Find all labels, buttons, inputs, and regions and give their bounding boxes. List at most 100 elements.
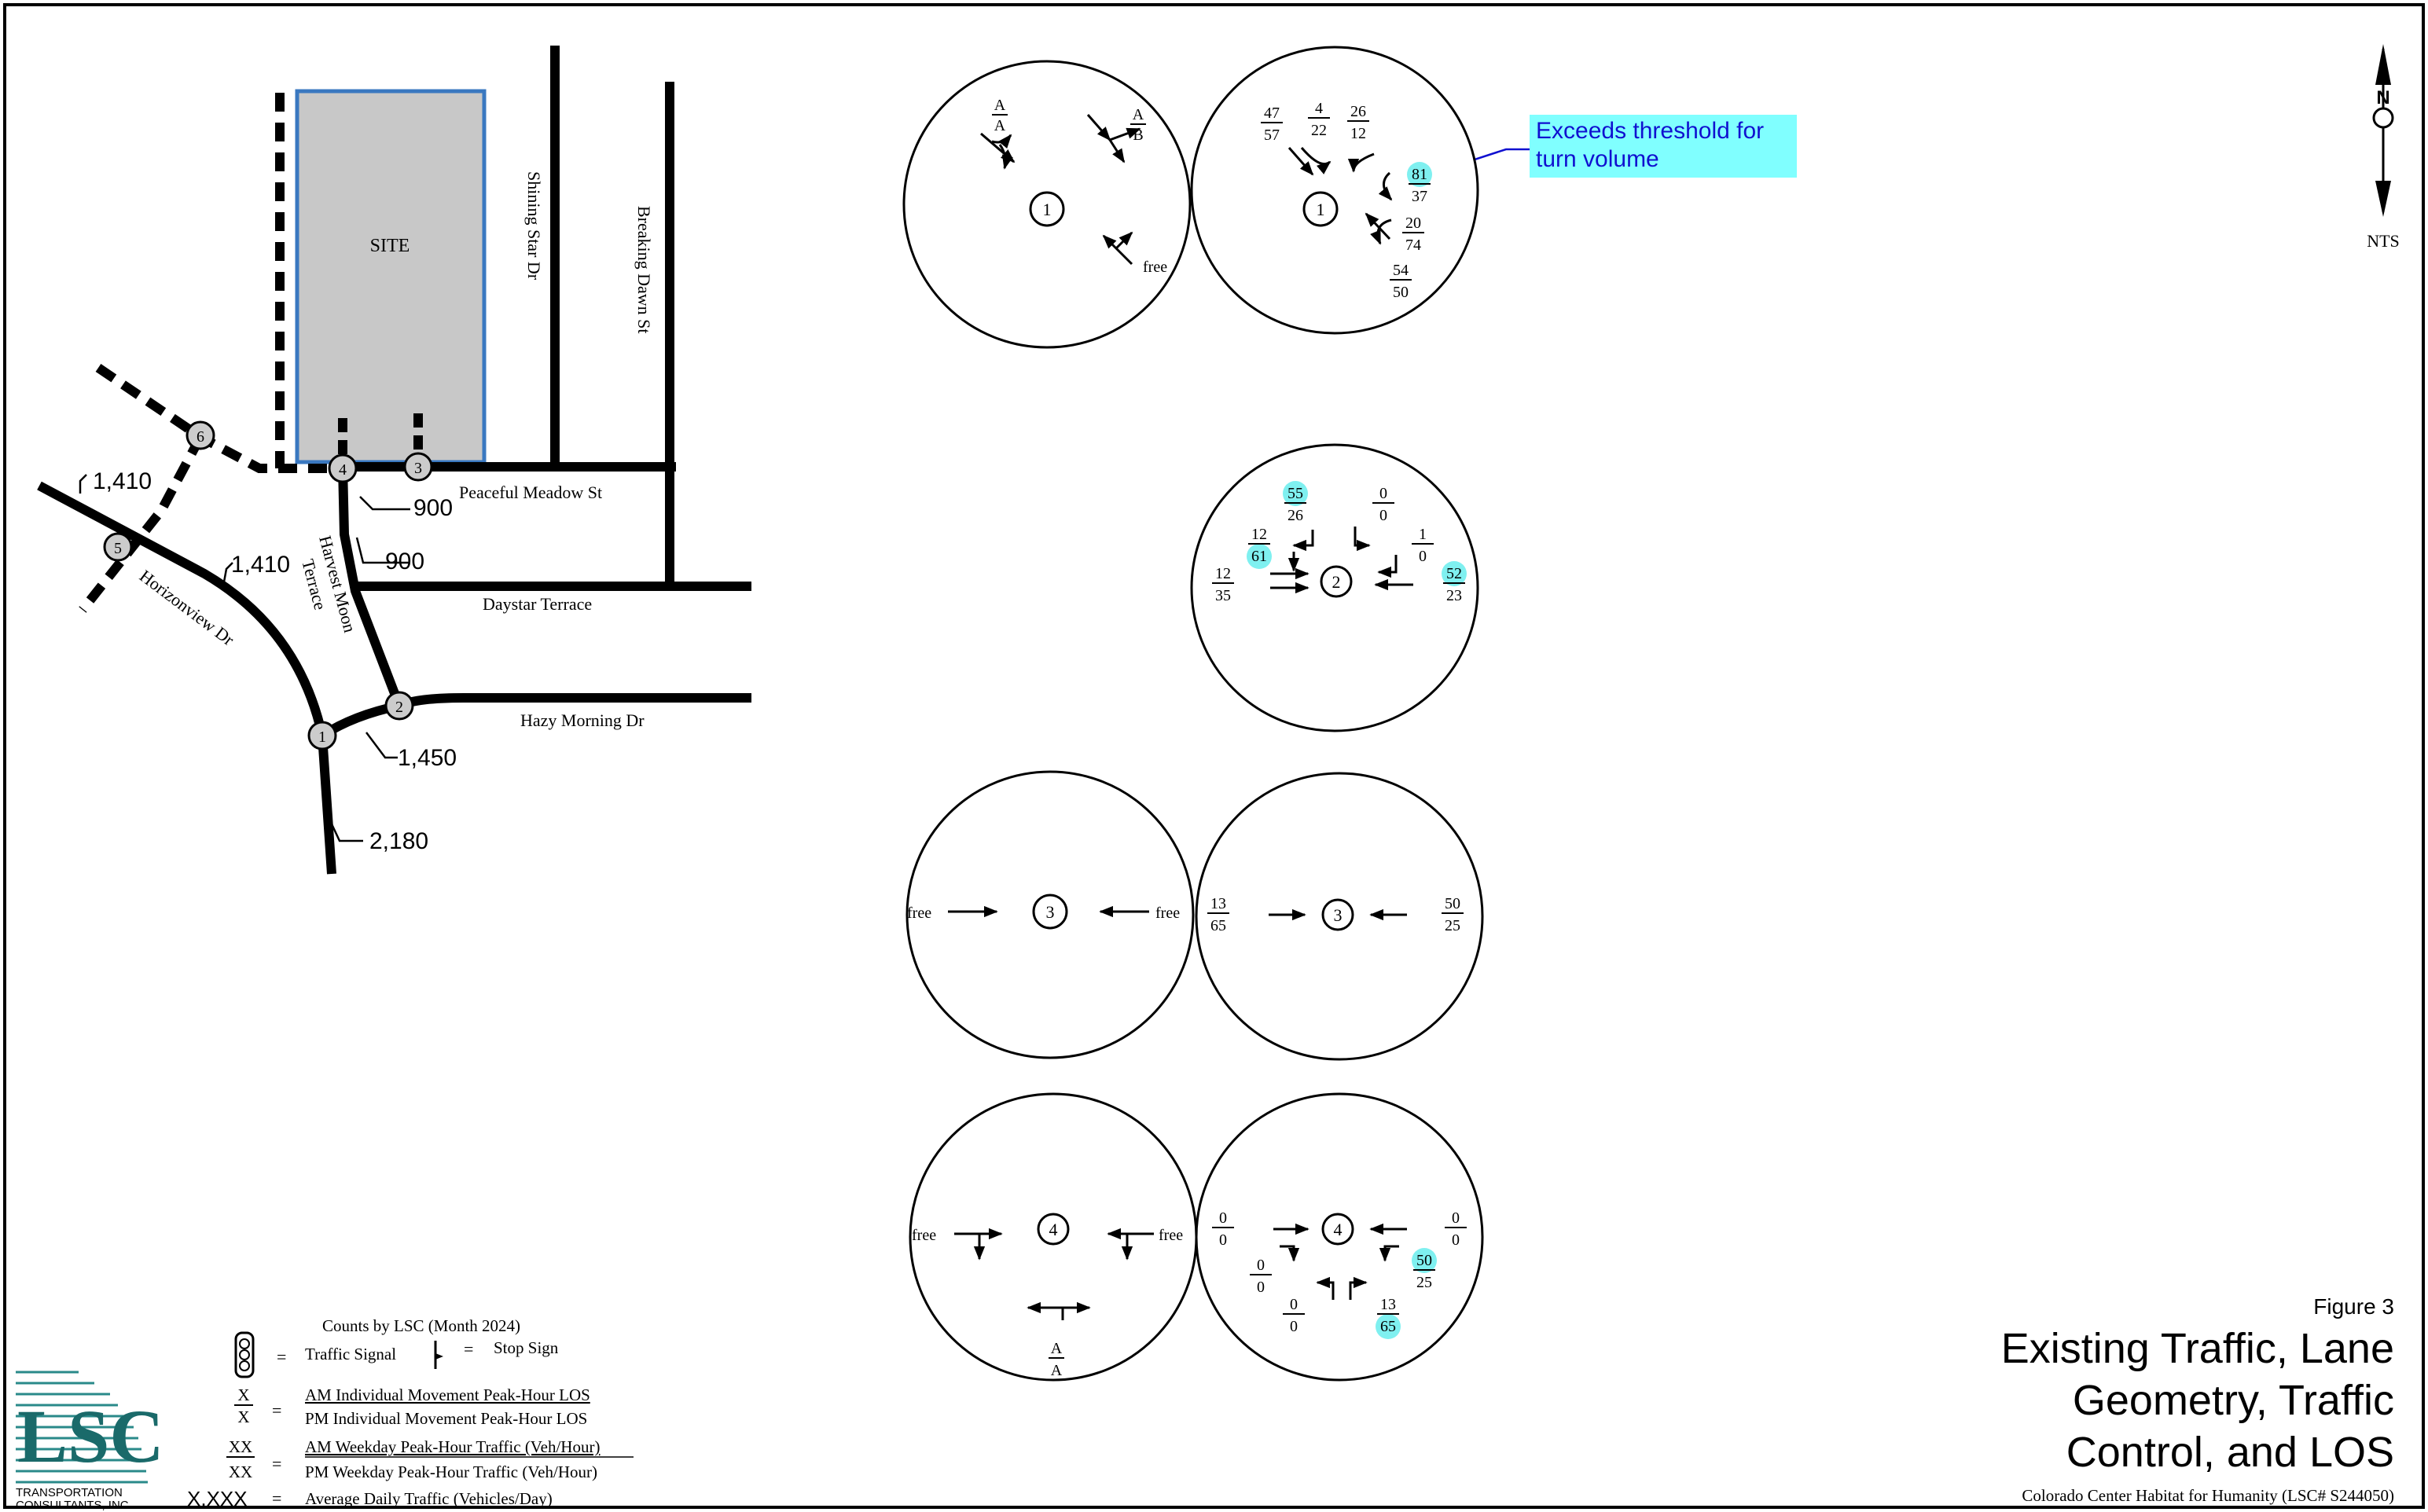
am-volume: 1 bbox=[1419, 526, 1427, 543]
svg-text:=: = bbox=[464, 1339, 473, 1359]
node-marker bbox=[1032, 894, 1068, 930]
svg-text:A: A bbox=[994, 117, 1006, 134]
node-marker bbox=[1037, 1213, 1070, 1246]
svg-text:1: 1 bbox=[1043, 200, 1052, 219]
svg-text:LSC: LSC bbox=[17, 1394, 164, 1478]
am-volume: 13 bbox=[1210, 895, 1226, 912]
pm-volume: 65 bbox=[1210, 917, 1226, 934]
am-volume: 0 bbox=[1452, 1209, 1460, 1227]
am-volume: 81 bbox=[1412, 166, 1427, 183]
svg-text:XX: XX bbox=[229, 1437, 252, 1456]
future-roads bbox=[79, 93, 343, 613]
volume-fraction: 00 bbox=[1212, 1209, 1234, 1249]
svg-text:4: 4 bbox=[1334, 1220, 1343, 1239]
site-parcel bbox=[295, 89, 487, 464]
svg-text:X: X bbox=[237, 1385, 249, 1404]
pm-volume: 0 bbox=[1379, 507, 1387, 524]
volume-fraction: 422 bbox=[1308, 100, 1330, 139]
am-volume: 50 bbox=[1416, 1252, 1432, 1269]
nts-label: NTS bbox=[2367, 231, 2400, 251]
svg-text:N: N bbox=[2376, 87, 2389, 108]
volume-fractions: 4757422261281372074545055260012611012355… bbox=[1207, 100, 1467, 1339]
stop-sign-icon bbox=[434, 1341, 443, 1369]
street-breaking-dawn: Breaking Dawn St bbox=[634, 206, 654, 334]
pm-volume: 37 bbox=[1412, 188, 1427, 205]
street-daystar: Daystar Terrace bbox=[483, 594, 592, 614]
pm-volume: 0 bbox=[1452, 1231, 1460, 1249]
am-volume: 13 bbox=[1380, 1296, 1396, 1313]
adt-label: 2,180 bbox=[369, 828, 428, 854]
volume-fraction: 00 bbox=[1250, 1257, 1272, 1296]
adt-label: 1,410 bbox=[231, 552, 290, 578]
svg-text:6: 6 bbox=[197, 428, 204, 446]
pm-volume: 0 bbox=[1290, 1318, 1298, 1335]
svg-text:4: 4 bbox=[1049, 1220, 1058, 1239]
site-label: SITE bbox=[370, 236, 410, 256]
am-volume: 12 bbox=[1215, 565, 1231, 582]
svg-text:turn volume: turn volume bbox=[1536, 146, 1659, 172]
map-node: 6 bbox=[185, 420, 215, 450]
am-volume: 50 bbox=[1445, 895, 1460, 912]
page-border bbox=[3, 3, 2425, 1509]
pm-volume: 12 bbox=[1350, 125, 1366, 142]
legend-adt: Average Daily Traffic (Vehicles/Day) bbox=[305, 1489, 553, 1508]
am-volume: 54 bbox=[1393, 262, 1409, 279]
street-horizonview: Horizonview Dr bbox=[136, 566, 238, 650]
svg-text:A: A bbox=[1051, 1362, 1063, 1379]
adt-label: 1,410 bbox=[93, 468, 152, 494]
svg-text:A: A bbox=[994, 97, 1006, 114]
svg-text:free: free bbox=[907, 905, 931, 922]
volume-fraction: 00 bbox=[1445, 1209, 1467, 1249]
legend-vol-am: AM Weekday Peak-Hour Traffic (Veh/Hour) bbox=[305, 1437, 600, 1456]
svg-text:3: 3 bbox=[1334, 905, 1343, 925]
legend-stop: Stop Sign bbox=[494, 1338, 559, 1357]
legend-counts: Counts by LSC (Month 2024) bbox=[322, 1316, 520, 1335]
threshold-callout: Exceeds threshold for turn volume bbox=[1422, 115, 1797, 179]
intersection-1-volumes: 1 bbox=[1190, 46, 1479, 335]
svg-text:3: 3 bbox=[1046, 902, 1055, 922]
street-shining-star: Shining Star Dr bbox=[524, 171, 544, 281]
am-volume: 4 bbox=[1315, 100, 1323, 117]
volume-fraction: 00 bbox=[1283, 1296, 1305, 1335]
map-node: 2 bbox=[384, 691, 414, 721]
pm-volume: 25 bbox=[1445, 917, 1460, 934]
intersection-3-volumes: 3 bbox=[1195, 772, 1484, 1061]
svg-text:TRANSPORTATION: TRANSPORTATION bbox=[16, 1486, 123, 1499]
am-volume: 0 bbox=[1290, 1296, 1298, 1313]
intersection-1-lanes: 1 A A A B free bbox=[902, 60, 1192, 349]
svg-text:4: 4 bbox=[339, 461, 347, 479]
adt-label: 1,450 bbox=[398, 745, 457, 771]
svg-text:1: 1 bbox=[318, 728, 326, 746]
pm-volume: 50 bbox=[1393, 284, 1409, 301]
svg-text:=: = bbox=[272, 1400, 281, 1420]
svg-text:2: 2 bbox=[395, 699, 403, 716]
intersection-2-volumes: 2 bbox=[1190, 443, 1479, 732]
figure-title: Geometry, Traffic bbox=[2073, 1377, 2394, 1424]
figure-title-block: Figure 3 Existing Traffic, Lane Geometry… bbox=[2001, 1294, 2394, 1505]
pm-volume: 61 bbox=[1251, 548, 1267, 565]
map-node: 4 bbox=[328, 453, 358, 483]
intersection-4-volumes: 4 bbox=[1195, 1092, 1484, 1382]
pm-volume: 35 bbox=[1215, 587, 1231, 604]
pm-volume: 57 bbox=[1264, 127, 1280, 144]
map-node: 3 bbox=[403, 452, 433, 482]
street-peaceful-meadow: Peaceful Meadow St bbox=[459, 483, 602, 502]
am-volume: 0 bbox=[1379, 485, 1387, 502]
figure-number: Figure 3 bbox=[2313, 1294, 2394, 1319]
node-marker bbox=[1029, 191, 1065, 227]
pm-volume: 25 bbox=[1416, 1274, 1432, 1291]
pm-volume: 0 bbox=[1219, 1231, 1227, 1249]
am-volume: 12 bbox=[1251, 526, 1267, 543]
street-hazy-morning: Hazy Morning Dr bbox=[520, 710, 645, 730]
node-marker bbox=[1321, 898, 1354, 931]
